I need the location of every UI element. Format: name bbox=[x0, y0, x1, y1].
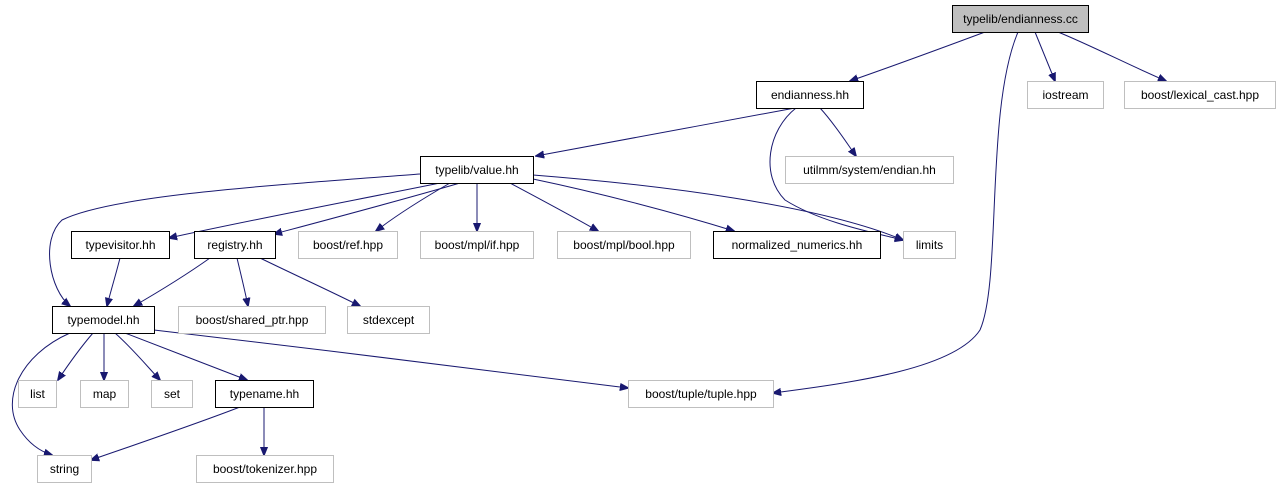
node-box bbox=[420, 231, 534, 259]
node-box bbox=[178, 306, 326, 334]
edge-value_hh-to-registry_hh bbox=[274, 182, 461, 234]
node-value-hh[interactable]: typelib/value.hh bbox=[420, 156, 534, 184]
edge-endianness_hh-to-value_hh bbox=[536, 107, 796, 156]
node-box bbox=[347, 306, 430, 334]
node-label: typelib/endianness.cc bbox=[963, 12, 1078, 26]
node-typevisitor-hh[interactable]: typevisitor.hh bbox=[71, 231, 170, 259]
node-label: normalized_numerics.hh bbox=[732, 238, 863, 252]
node-shared-ptr: boost/shared_ptr.hpp bbox=[178, 306, 326, 334]
node-typemodel-hh[interactable]: typemodel.hh bbox=[52, 306, 155, 334]
node-label: boost/mpl/bool.hpp bbox=[573, 238, 675, 252]
node-label: list bbox=[30, 387, 45, 401]
node-string: string bbox=[37, 455, 92, 483]
node-boost-ref: boost/ref.hpp bbox=[298, 231, 398, 259]
node-label: set bbox=[164, 387, 181, 401]
edge-root-to-tuple bbox=[773, 31, 1019, 393]
node-lexical-cast: boost/lexical_cast.hpp bbox=[1124, 81, 1276, 109]
node-box bbox=[903, 231, 956, 259]
node-label: iostream bbox=[1042, 88, 1088, 102]
edge-value_hh-to-normalized_numerics bbox=[532, 178, 734, 231]
node-box bbox=[18, 380, 57, 408]
nodes-layer: typelib/endianness.cc endianness.hh iostre… bbox=[18, 5, 1276, 483]
node-box bbox=[52, 306, 155, 334]
edge-value_hh-to-boost_ref bbox=[376, 182, 451, 231]
node-label: boost/tuple/tuple.hpp bbox=[645, 387, 757, 401]
node-label: typelib/value.hh bbox=[435, 163, 518, 177]
node-box bbox=[628, 380, 774, 408]
node-box bbox=[80, 380, 129, 408]
edge-typemodel_hh-to-string bbox=[11, 332, 71, 455]
node-label: map bbox=[93, 387, 117, 401]
edge-value_hh-to-limits bbox=[532, 174, 903, 240]
node-box bbox=[196, 455, 334, 483]
node-stdexcept: stdexcept bbox=[347, 306, 430, 334]
edge-value_hh-to-typemodel_hh bbox=[49, 173, 421, 306]
node-box bbox=[1124, 81, 1276, 109]
node-label: boost/lexical_cast.hpp bbox=[1141, 88, 1259, 102]
node-mpl-bool: boost/mpl/bool.hpp bbox=[557, 231, 691, 259]
node-label: boost/tokenizer.hpp bbox=[213, 462, 317, 476]
node-mpl-if: boost/mpl/if.hpp bbox=[420, 231, 534, 259]
node-label: typemodel.hh bbox=[67, 313, 139, 327]
node-label: endianness.hh bbox=[771, 88, 849, 102]
node-utilmm-endian: utilmm/system/endian.hh bbox=[785, 156, 954, 184]
node-box bbox=[557, 231, 691, 259]
node-label: boost/mpl/if.hpp bbox=[435, 238, 520, 252]
edge-registry_hh-to-shared_ptr bbox=[236, 257, 248, 306]
node-box bbox=[298, 231, 398, 259]
edge-typename_hh-to-string bbox=[91, 406, 241, 460]
node-iostream: iostream bbox=[1027, 81, 1104, 109]
node-endianness-hh[interactable]: endianness.hh bbox=[756, 81, 864, 109]
node-label: stdexcept bbox=[363, 313, 415, 327]
node-root[interactable]: typelib/endianness.cc bbox=[952, 5, 1089, 33]
edge-typemodel_hh-to-set bbox=[114, 332, 160, 380]
node-map: map bbox=[80, 380, 129, 408]
node-box bbox=[215, 380, 314, 408]
node-label: typevisitor.hh bbox=[85, 238, 155, 252]
node-box bbox=[71, 231, 170, 259]
edge-endianness_hh-to-utilmm_endian bbox=[819, 107, 856, 156]
node-tokenizer: boost/tokenizer.hpp bbox=[196, 455, 334, 483]
node-box bbox=[194, 231, 276, 259]
node-box bbox=[1027, 81, 1104, 109]
node-limits: limits bbox=[903, 231, 956, 259]
edge-root-to-lexical_cast bbox=[1057, 31, 1166, 81]
node-label: typename.hh bbox=[230, 387, 299, 401]
edge-typemodel_hh-to-typename_hh bbox=[124, 332, 247, 380]
node-label: boost/shared_ptr.hpp bbox=[196, 313, 309, 327]
node-box bbox=[785, 156, 954, 184]
node-set: set bbox=[151, 380, 193, 408]
edge-registry_hh-to-stdexcept bbox=[259, 257, 360, 306]
edge-typevisitor_hh-to-typemodel_hh bbox=[107, 257, 121, 306]
edge-typemodel_hh-to-list bbox=[58, 332, 94, 380]
node-typename-hh[interactable]: typename.hh bbox=[215, 380, 314, 408]
edge-root-to-endianness_hh bbox=[850, 31, 986, 81]
node-box bbox=[713, 231, 881, 259]
node-list: list bbox=[18, 380, 57, 408]
edge-value_hh-to-mpl_bool bbox=[509, 182, 598, 231]
node-label: registry.hh bbox=[207, 238, 262, 252]
node-tuple: boost/tuple/tuple.hpp bbox=[628, 380, 774, 408]
node-box bbox=[756, 81, 864, 109]
edge-root-to-iostream bbox=[1034, 31, 1055, 81]
node-label: utilmm/system/endian.hh bbox=[803, 163, 936, 177]
node-normalized-numerics[interactable]: normalized_numerics.hh bbox=[713, 231, 881, 259]
node-box bbox=[37, 455, 92, 483]
edge-registry_hh-to-typemodel_hh bbox=[134, 257, 211, 306]
node-box bbox=[151, 380, 193, 408]
node-label: boost/ref.hpp bbox=[313, 238, 383, 252]
node-label: string bbox=[50, 462, 79, 476]
node-box bbox=[952, 5, 1089, 33]
edges-layer bbox=[11, 31, 1166, 460]
node-registry-hh[interactable]: registry.hh bbox=[194, 231, 276, 259]
node-label: limits bbox=[916, 238, 943, 252]
node-box bbox=[420, 156, 534, 184]
edge-typemodel_hh-to-tuple bbox=[153, 329, 628, 388]
